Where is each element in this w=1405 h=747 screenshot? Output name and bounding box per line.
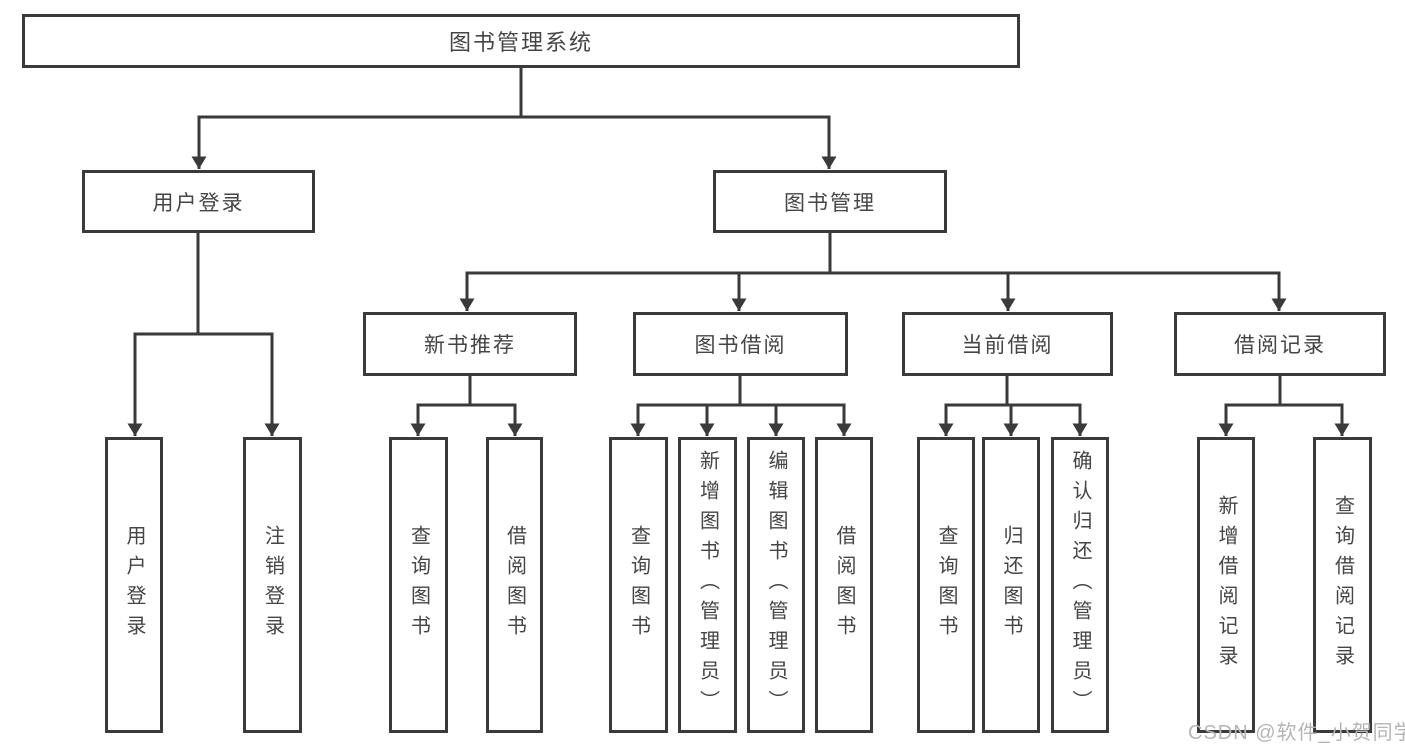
node-current-borrowing: 当前借阅 (902, 312, 1113, 376)
node-label: 查询借阅记录 (1331, 495, 1354, 675)
node-label: 当前借阅 (961, 334, 1054, 357)
node-label: 确认归还（管理员） (1069, 450, 1091, 720)
node-new-book-recommend: 新书推荐 (363, 312, 577, 376)
node-label: 图书管理 (784, 191, 876, 215)
node-label: 注销登录 (261, 525, 284, 645)
leaf-confirm-return-admin: 确认归还（管理员） (1051, 437, 1109, 733)
leaf-borrow-books-1: 借阅图书 (486, 437, 543, 733)
leaf-logout: 注销登录 (243, 437, 302, 733)
node-label: 图书管理系统 (448, 30, 593, 55)
node-label: 新增借阅记录 (1215, 495, 1237, 675)
leaf-query-books-3: 查询图书 (917, 437, 975, 733)
leaf-edit-book-admin: 编辑图书（管理员） (747, 437, 805, 733)
node-label: 借阅记录 (1234, 334, 1326, 357)
node-borrowing-records: 借阅记录 (1174, 312, 1386, 376)
node-book-borrowing: 图书借阅 (633, 312, 848, 376)
node-label: 借阅图书 (503, 525, 526, 645)
node-label: 用户登录 (152, 191, 245, 215)
leaf-query-borrow-record: 查询借阅记录 (1313, 437, 1372, 733)
leaf-borrow-books-2: 借阅图书 (815, 437, 873, 733)
leaf-return-book: 归还图书 (982, 437, 1040, 733)
leaf-user-login: 用户登录 (105, 437, 163, 733)
node-label: 新书推荐 (424, 334, 516, 357)
node-label: 用户登录 (123, 525, 145, 645)
node-label: 归还图书 (1000, 525, 1022, 645)
node-label: 编辑图书（管理员） (765, 450, 787, 720)
node-label: 查询图书 (935, 525, 957, 645)
leaf-query-books-2: 查询图书 (609, 437, 668, 733)
node-label: 查询图书 (407, 525, 430, 645)
leaf-add-book-admin: 新增图书（管理员） (678, 437, 737, 733)
csdn-watermark: CSDN @软件_小贺同学 (1188, 722, 1405, 744)
node-label: 新增图书（管理员） (696, 450, 719, 720)
node-book-management: 图书管理 (713, 170, 947, 233)
node-label: 借阅图书 (833, 525, 855, 645)
node-label: 图书借阅 (694, 334, 787, 357)
leaf-add-borrow-record: 新增借阅记录 (1197, 437, 1255, 733)
leaf-query-books-1: 查询图书 (389, 437, 448, 733)
node-library-management-system: 图书管理系统 (22, 14, 1020, 68)
node-user-login-module: 用户登录 (82, 170, 315, 233)
node-label: 查询图书 (627, 525, 650, 645)
